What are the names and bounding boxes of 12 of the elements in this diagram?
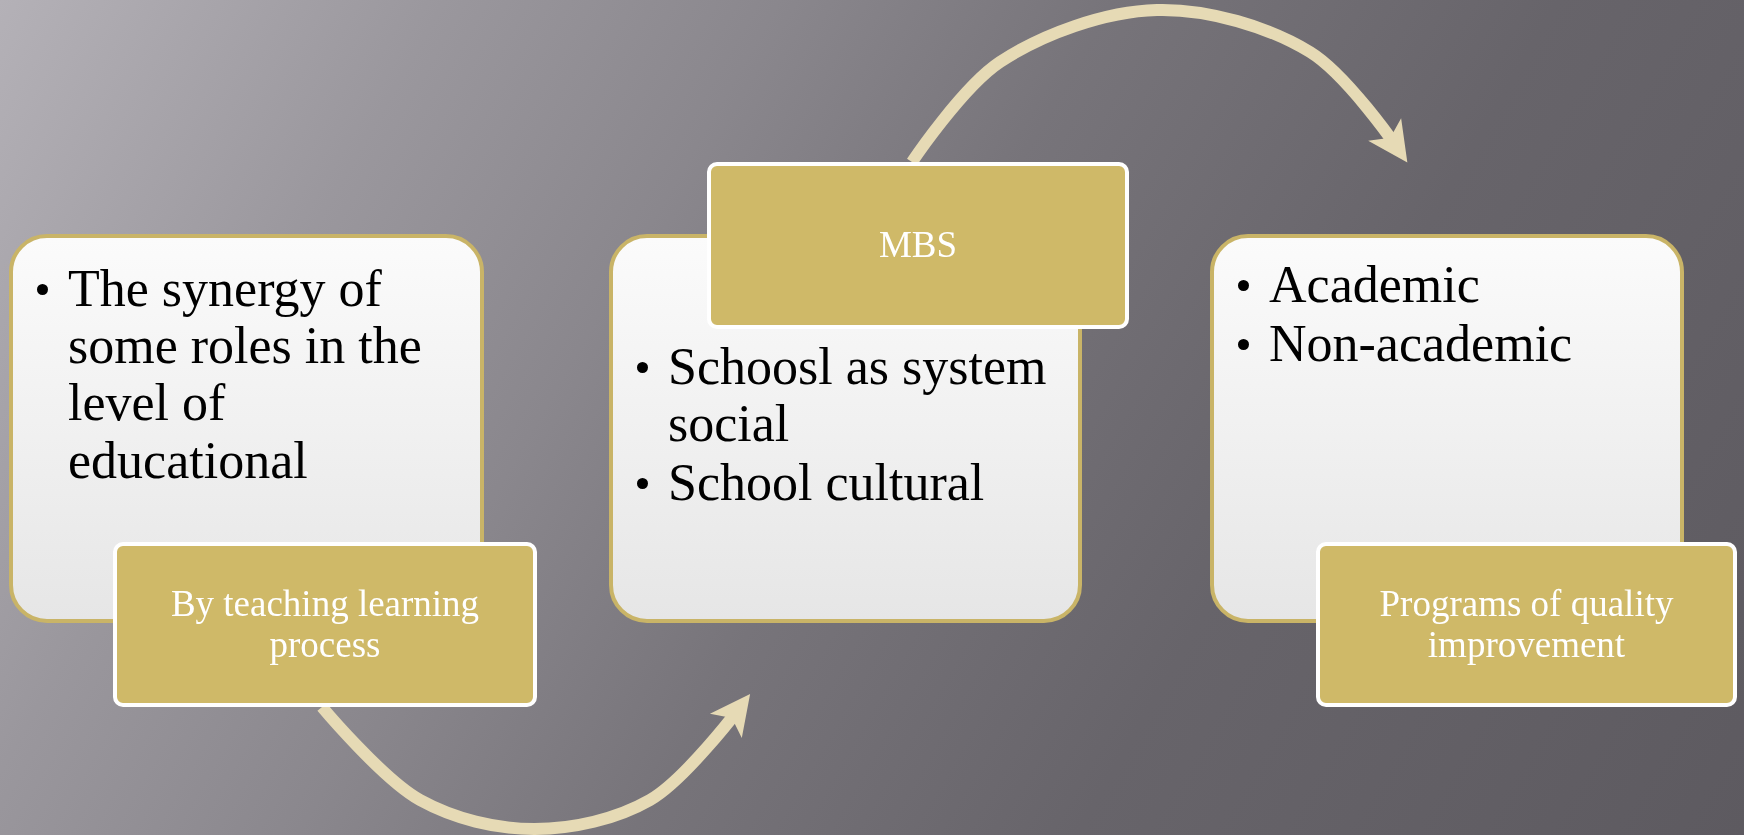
- bullet-text: School cultural: [668, 454, 985, 512]
- bullet-text: Non-academic: [1269, 315, 1573, 373]
- tab-text: By teaching learning process: [169, 583, 481, 666]
- caption-tab: [113, 542, 537, 707]
- curved-arrow: [317, 694, 751, 835]
- caption-tab: [707, 162, 1129, 329]
- caption-tab: [1316, 542, 1737, 707]
- tab-text: Programs of quality improvement: [1378, 583, 1675, 666]
- tab-text: MBS: [878, 225, 958, 266]
- bullet-text: Academic: [1269, 256, 1480, 314]
- bullet-text: Schoosl as system social: [668, 338, 1048, 453]
- bullet-text: The synergy of some roles in the level of educational: [68, 260, 423, 489]
